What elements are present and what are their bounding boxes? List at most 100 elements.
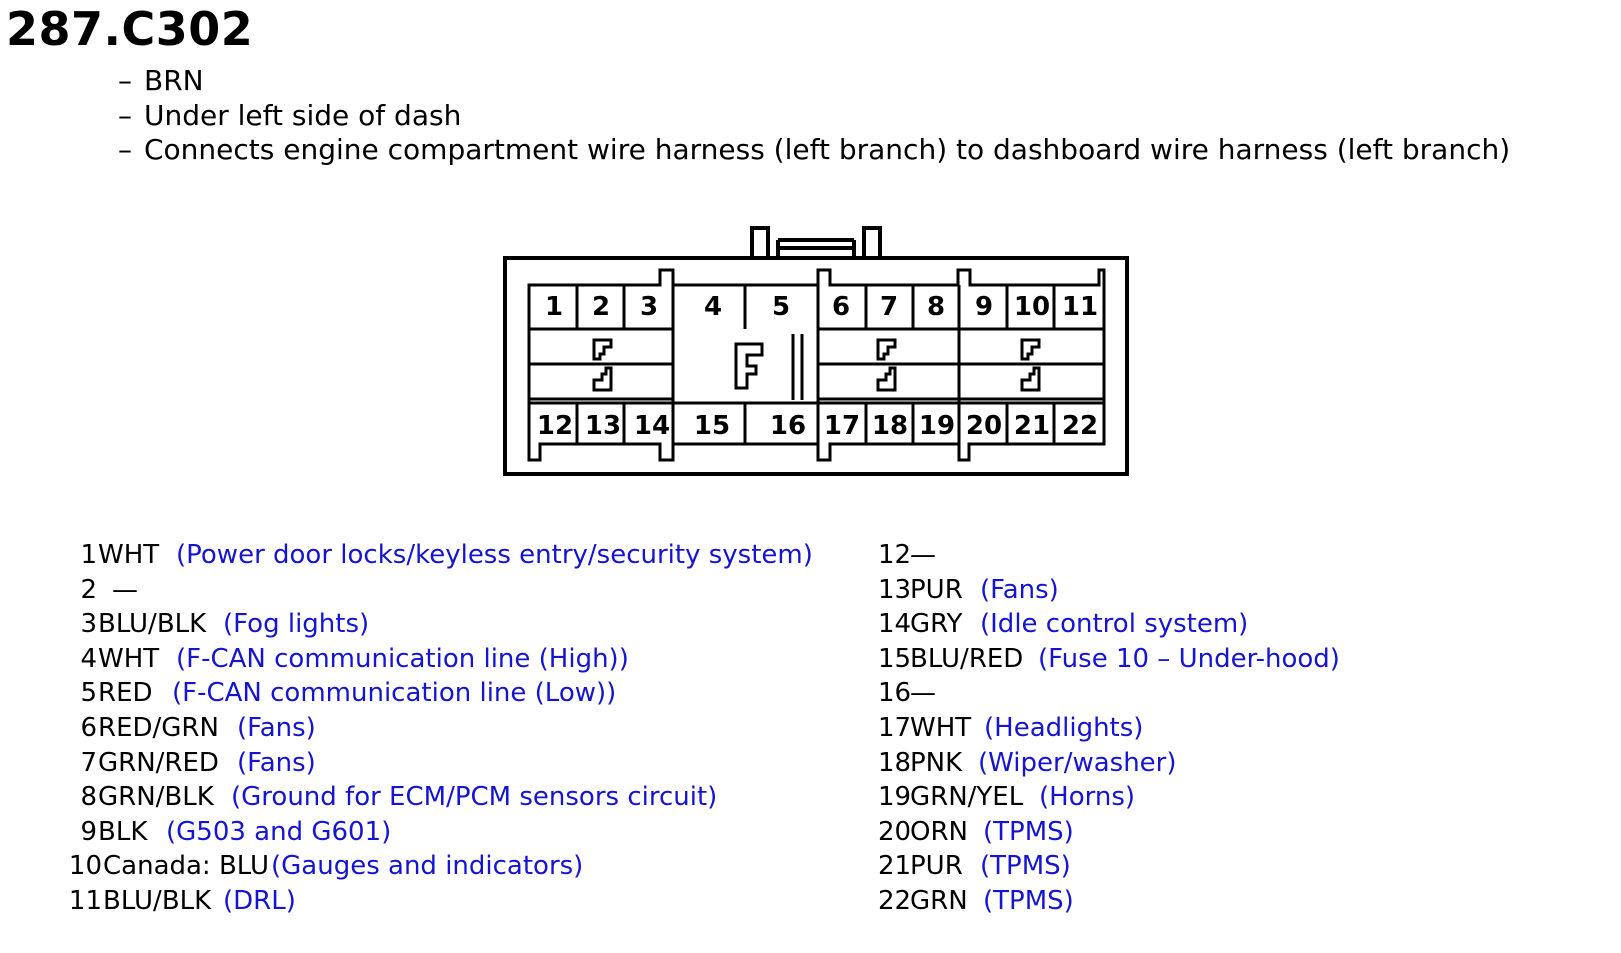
pin-number: 18 bbox=[878, 747, 912, 778]
pin-wire-color: — bbox=[112, 574, 138, 605]
pin-wire-color: Canada: BLU bbox=[103, 851, 270, 882]
latch-tab-left bbox=[750, 226, 770, 260]
cavity-number: 3 bbox=[640, 292, 658, 322]
pin-description: (Idle control system) bbox=[980, 609, 1249, 640]
pin-number: 3 bbox=[80, 609, 97, 640]
pin-number: 22 bbox=[878, 885, 912, 916]
pin-row: 12— bbox=[0, 538, 1600, 573]
pin-wire-color: GRN/YEL bbox=[910, 782, 1024, 813]
pin-description: (Ground for ECM/PCM sensors circuit) bbox=[231, 782, 718, 813]
pin-number: 2 bbox=[80, 574, 97, 605]
pin-description: (TPMS) bbox=[983, 816, 1074, 847]
connector-notes: –BRN –Under left side of dash –Connects … bbox=[118, 64, 1510, 168]
pin-number: 7 bbox=[80, 747, 97, 778]
pin-number: 17 bbox=[878, 712, 912, 743]
cavity-number: 11 bbox=[1062, 292, 1098, 322]
pin-wire-color: BLU/RED bbox=[910, 643, 1024, 674]
note-text: Under left side of dash bbox=[144, 98, 462, 132]
cavity-number: 7 bbox=[880, 292, 898, 322]
connector-title: 287.C302 bbox=[6, 2, 254, 56]
cavity-number: 16 bbox=[770, 411, 806, 441]
cavity-number: 18 bbox=[872, 411, 908, 441]
pin-number: 15 bbox=[878, 643, 912, 674]
terminal-lock-icon bbox=[592, 338, 613, 361]
cavity-number: 6 bbox=[832, 292, 850, 322]
pin-description: (Power door locks/keyless entry/security… bbox=[176, 540, 813, 570]
pin-description: (Fans) bbox=[237, 747, 316, 778]
pin-description: (F-CAN communication line (Low)) bbox=[172, 678, 617, 709]
pin-number: 11 bbox=[68, 885, 102, 916]
pin-description: (Headlights) bbox=[984, 712, 1144, 743]
terminal-lock-icon bbox=[1020, 338, 1041, 361]
pin-wire-color: BLU/BLK bbox=[103, 885, 212, 916]
cavity-number: 2 bbox=[592, 292, 610, 322]
pin-wire-color: WHT bbox=[98, 643, 160, 674]
pin-number: 4 bbox=[80, 643, 97, 674]
note-color: –BRN bbox=[118, 64, 1510, 99]
pin-row: 2— bbox=[0, 573, 840, 608]
pin-wire-color: PNK bbox=[910, 747, 963, 778]
cavity-number: 5 bbox=[772, 292, 790, 322]
latch-bar bbox=[776, 238, 856, 258]
pin-wire-color: GRY bbox=[910, 609, 963, 640]
pin-description: (DRL) bbox=[223, 885, 296, 916]
pin-row: 16— bbox=[0, 676, 1600, 711]
pin-wire-color: GRN bbox=[910, 885, 968, 916]
note-text: Connects engine compartment wire harness… bbox=[144, 133, 1511, 166]
terminal-lock-icon bbox=[876, 366, 897, 392]
note-dash: – bbox=[118, 133, 132, 166]
note-dash: – bbox=[118, 98, 132, 132]
cavity-number: 1 bbox=[545, 292, 563, 322]
pin-wire-color: RED/GRN bbox=[98, 712, 219, 743]
pin-wire-color: WHT bbox=[98, 540, 160, 570]
cavity-number: 17 bbox=[824, 411, 860, 441]
pin-description: (Wiper/washer) bbox=[978, 747, 1177, 778]
pin-number: 6 bbox=[80, 712, 97, 743]
cavity-number: 22 bbox=[1062, 411, 1098, 441]
pin-number: 13 bbox=[878, 574, 912, 605]
pin-description: (TPMS) bbox=[983, 885, 1074, 916]
terminal-lock-icon-large bbox=[734, 342, 764, 390]
pin-number: 9 bbox=[80, 816, 97, 847]
pin-wire-color: — bbox=[910, 678, 936, 709]
pin-wire-color: — bbox=[910, 540, 936, 570]
terminal-lock-icon bbox=[592, 366, 613, 392]
pin-description: (F-CAN communication line (High)) bbox=[176, 643, 629, 674]
pin-description: (Horns) bbox=[1039, 782, 1136, 813]
cavity-number: 19 bbox=[919, 411, 955, 441]
pin-number: 21 bbox=[878, 851, 912, 882]
cavity-number: 9 bbox=[975, 292, 993, 322]
pin-wire-color: BLK bbox=[98, 816, 148, 847]
pin-description: (Gauges and indicators) bbox=[271, 851, 584, 882]
pin-number: 1 bbox=[80, 540, 97, 570]
pin-description: (Fuse 10 – Under-hood) bbox=[1038, 643, 1340, 674]
pin-description: (G503 and G601) bbox=[166, 816, 392, 847]
cavity-number: 4 bbox=[704, 292, 722, 322]
pin-wire-color: GRN/RED bbox=[98, 747, 219, 778]
connector-face-diagram: 1 2 3 4 5 6 7 8 9 10 11 12 13 14 15 16 1… bbox=[503, 226, 1129, 476]
pin-number: 16 bbox=[878, 678, 912, 709]
note-connects: –Connects engine compartment wire harnes… bbox=[118, 133, 1510, 168]
pin-number: 12 bbox=[878, 540, 912, 570]
pin-description: (Fog lights) bbox=[223, 609, 370, 640]
cavity-number: 20 bbox=[966, 411, 1002, 441]
top-cavity-dividers bbox=[575, 285, 1056, 329]
pin-wire-color: RED bbox=[98, 678, 153, 709]
cavity-number: 14 bbox=[634, 411, 670, 441]
pin-description: (Fans) bbox=[980, 574, 1059, 605]
cavity-number: 12 bbox=[537, 411, 573, 441]
pin-number: 14 bbox=[878, 609, 912, 640]
